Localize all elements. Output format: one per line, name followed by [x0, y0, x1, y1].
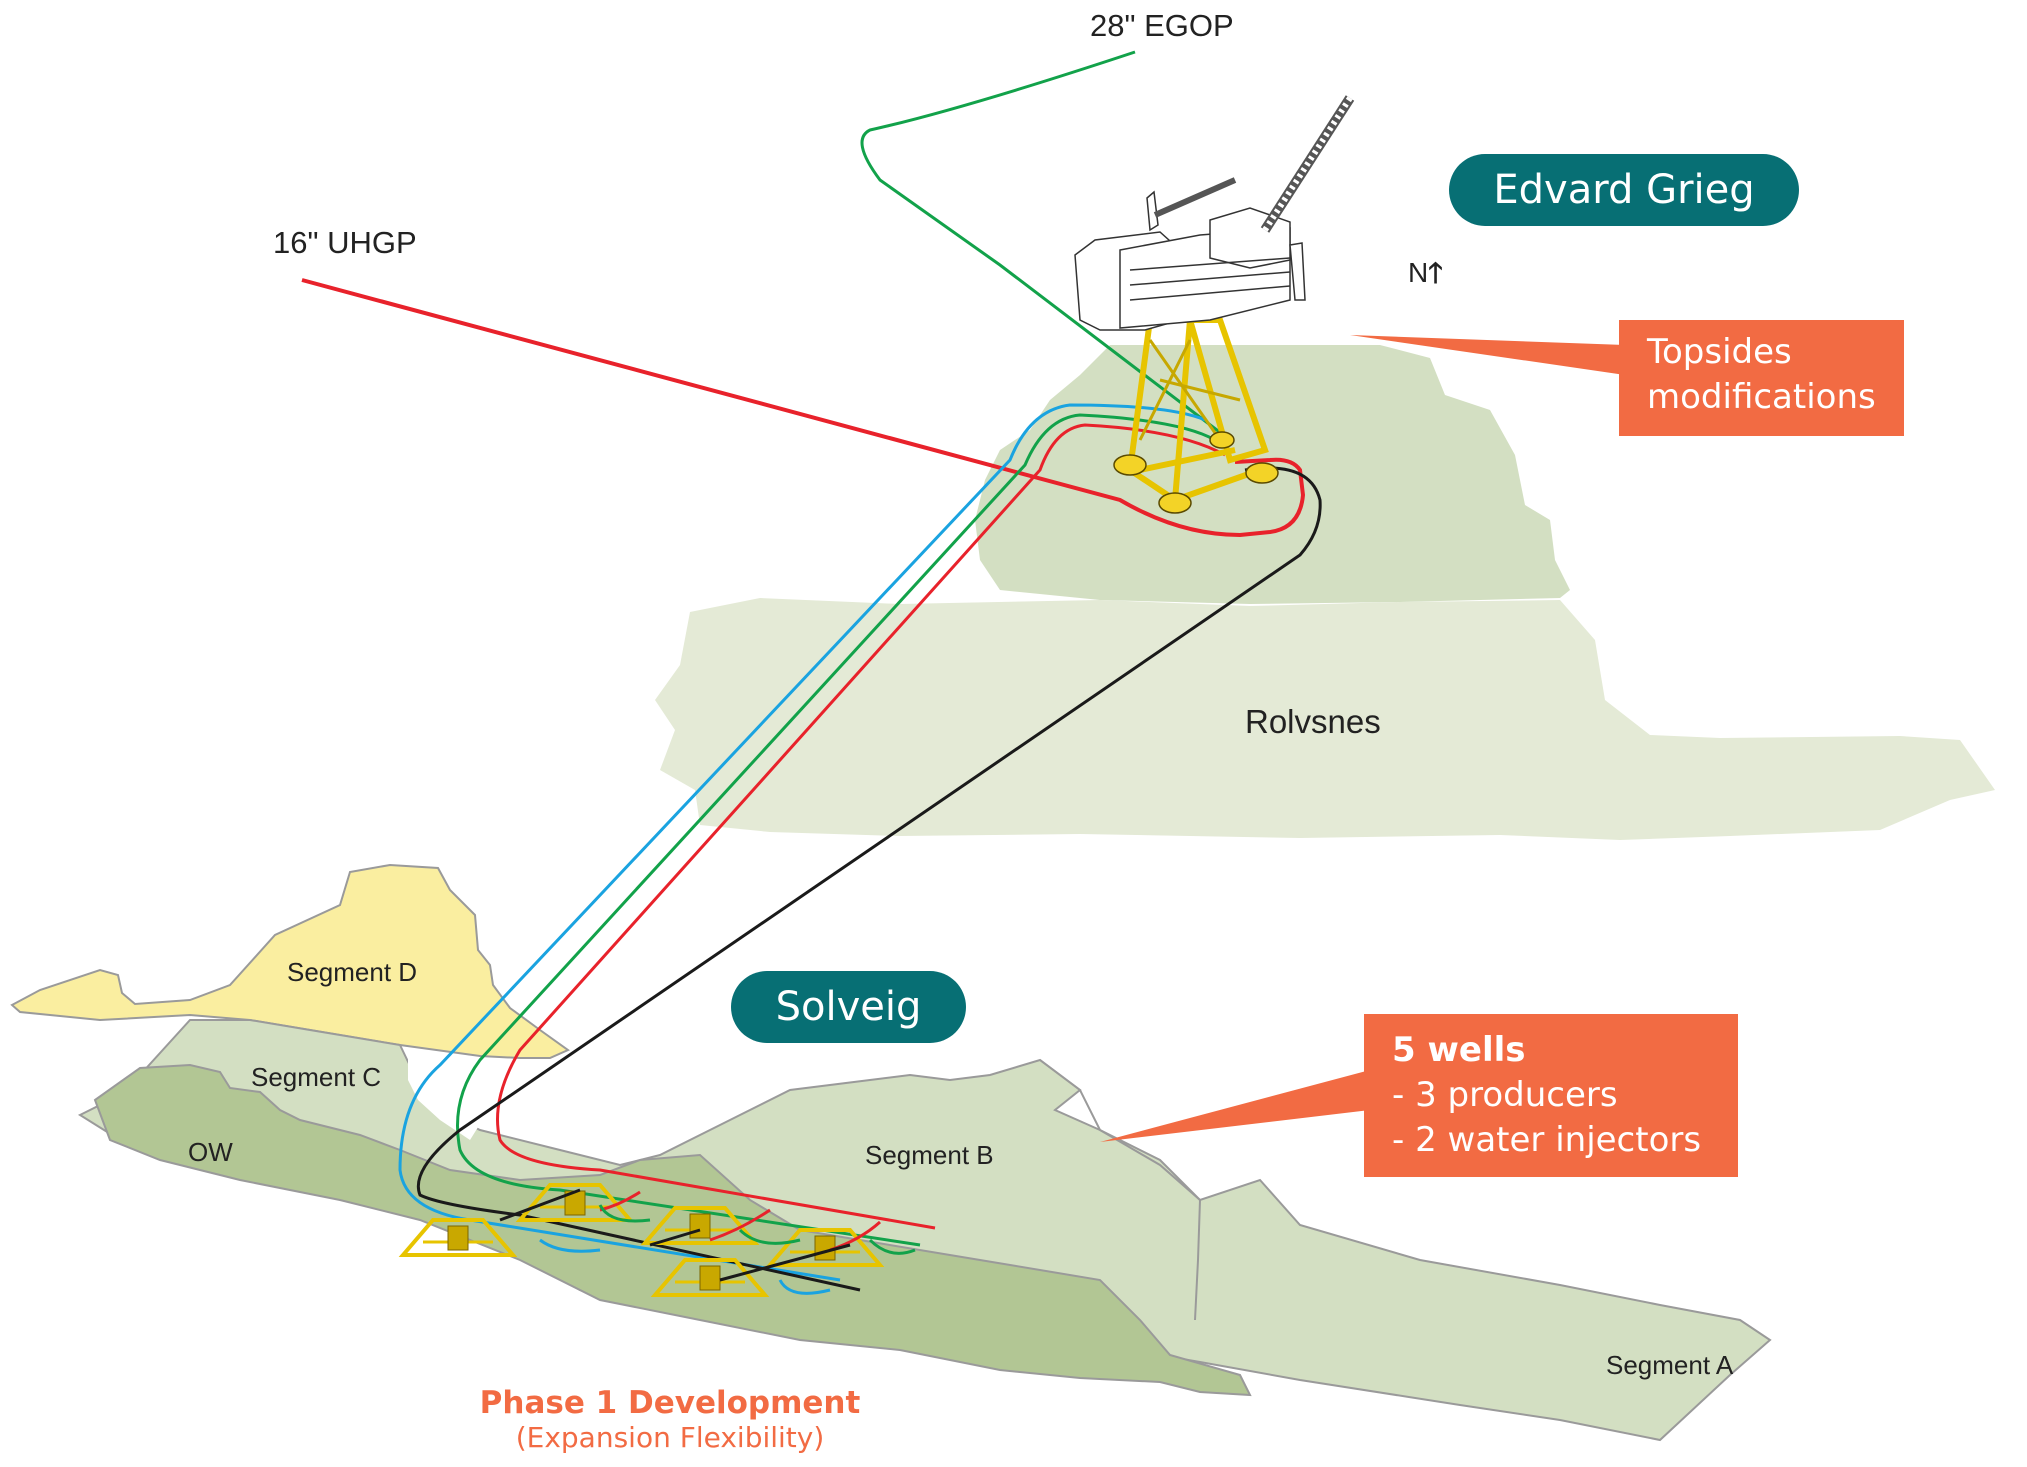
- egop-pipeline: [860, 50, 1231, 442]
- green-flowline: [456, 413, 1216, 1247]
- wells-callout-line-2: - 2 water injectors: [1392, 1120, 1702, 1160]
- rolvsnes-area: [655, 598, 1995, 840]
- uhgp-label: 16" UHGP: [273, 225, 417, 260]
- solveig-badge: Solveig: [731, 971, 966, 1043]
- topsides-callout: Topsides modifications: [1619, 320, 1904, 436]
- subsea-template-icon: [398, 1218, 518, 1257]
- solveig-label: Solveig: [775, 984, 922, 1030]
- wells-callout: 5 wells - 3 producers - 2 water injector…: [1364, 1014, 1738, 1177]
- segment-a-label: Segment A: [1606, 1350, 1734, 1380]
- edvard-grieg-label: Edvard Grieg: [1493, 167, 1755, 213]
- black-flowline: [416, 466, 1322, 1292]
- blue-flowline: [398, 403, 1206, 1282]
- segment-boundary: [1039, 1059, 1202, 1321]
- segment-c-notch: [408, 1056, 520, 1140]
- red-flowline: [496, 423, 1226, 1230]
- topsides-callout-pointer: [1350, 335, 1625, 375]
- platform-topsides: [1074, 95, 1355, 331]
- north-label: N: [1408, 257, 1429, 288]
- north-indicator: N🡑: [1408, 252, 1443, 300]
- north-arrow-icon: 🡑: [1428, 257, 1443, 288]
- phase-subtitle: (Expansion Flexibility): [515, 1421, 825, 1454]
- segment-b-label: Segment B: [865, 1140, 994, 1170]
- phase-caption: Phase 1 Development (Expansion Flexibili…: [440, 1385, 900, 1454]
- segment-c-label: Segment C: [251, 1062, 382, 1092]
- rolvsnes-label: Rolvsnes: [1245, 703, 1381, 740]
- subsea-template-icon: [650, 1258, 770, 1297]
- phase-title: Phase 1 Development: [479, 1385, 861, 1421]
- egop-label: 28" EGOP: [1090, 8, 1234, 43]
- topsides-callout-line-1: Topsides: [1647, 332, 1792, 372]
- wells-callout-title: 5 wells: [1392, 1030, 1526, 1070]
- topsides-callout-line-2: modifications: [1647, 377, 1876, 417]
- well-branches: [499, 1188, 916, 1295]
- edvard-grieg-badge: Edvard Grieg: [1449, 154, 1799, 226]
- ow-label: OW: [188, 1137, 233, 1167]
- uhgp-pipeline: [301, 278, 1306, 538]
- wells-callout-line-1: - 3 producers: [1392, 1075, 1618, 1115]
- subsea-template-icon: [515, 1183, 635, 1222]
- segment-d-label: Segment D: [287, 957, 418, 987]
- wells-callout-pointer: [1100, 1070, 1370, 1142]
